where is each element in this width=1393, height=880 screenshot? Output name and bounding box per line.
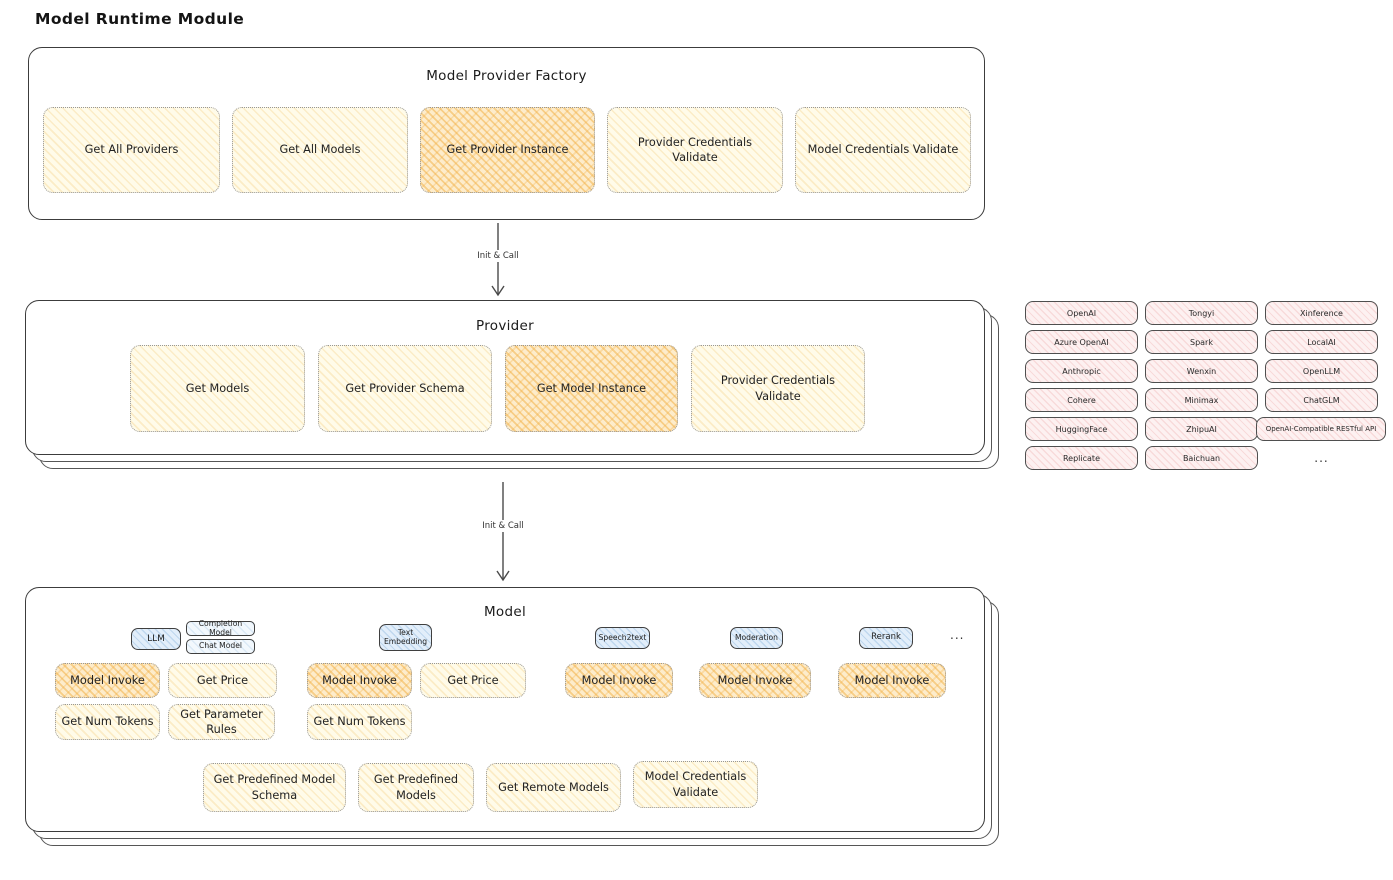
provider-pill-chatglm: ChatGLM (1265, 388, 1378, 412)
tab-text-embedding: Text Embedding (379, 624, 432, 651)
provider-pill-anthropic: Anthropic (1025, 359, 1138, 383)
provider-pill-openai-compatible-restful-api: OpenAI-Compatible RESTful API (1256, 417, 1386, 441)
provider-get-provider-schema-node: Get Provider Schema (318, 345, 492, 432)
provider-box-title: Provider (476, 318, 534, 334)
text-embedding-get-num-tokens-node: Get Num Tokens (307, 704, 412, 740)
provider-pill-cohere: Cohere (1025, 388, 1138, 412)
diagram-title: Model Runtime Module (35, 10, 245, 28)
provider-pill-huggingface: HuggingFace (1025, 417, 1138, 441)
factory-model-credentials-validate-node: Model Credentials Validate (795, 107, 971, 193)
provider-pill-tongyi: Tongyi (1145, 301, 1258, 325)
provider-get-model-instance-node: Get Model Instance (505, 345, 678, 432)
text-embedding-model-invoke-node: Model Invoke (307, 663, 412, 698)
get-predefined-model-schema-node: Get Predefined Model Schema (203, 763, 346, 812)
llm-get-parameter-rules-node: Get Parameter Rules (168, 704, 275, 740)
llm-get-num-tokens-node: Get Num Tokens (55, 704, 160, 740)
factory-provider-credentials-validate-node: Provider Credentials Validate (607, 107, 783, 193)
arrow-provider-to-model: Init & Call (478, 482, 528, 582)
provider-get-models-node: Get Models (130, 345, 305, 432)
model-credentials-validate-node: Model Credentials Validate (633, 761, 758, 808)
provider-credentials-validate-node: Provider Credentials Validate (691, 345, 865, 432)
tab-chat-model: Chat Model (186, 639, 255, 654)
providers-more-ellipsis: ... (1314, 451, 1329, 465)
rerank-model-invoke-node: Model Invoke (838, 663, 946, 698)
arrow-factory-to-provider: Init & Call (473, 223, 523, 297)
moderation-model-invoke-node: Model Invoke (699, 663, 811, 698)
factory-get-all-providers-node: Get All Providers (43, 107, 220, 193)
tab-completion-model: Completion Model (186, 619, 255, 636)
llm-get-price-node: Get Price (168, 663, 277, 698)
provider-pill-openai: OpenAI (1025, 301, 1138, 325)
text-embedding-get-price-node: Get Price (420, 663, 526, 698)
tab-rerank: Rerank (859, 627, 913, 649)
model-box-title: Model (483, 604, 527, 620)
tab-llm: LLM (131, 628, 181, 650)
providers-list: OpenAI Tongyi Xinference Azure OpenAI Sp… (1025, 301, 1386, 470)
tabs-more-ellipsis: ... (950, 628, 965, 642)
factory-get-provider-instance-node: Get Provider Instance (420, 107, 595, 193)
get-predefined-models-node: Get Predefined Models (358, 763, 474, 812)
factory-box-title: Model Provider Factory (426, 68, 587, 84)
tab-speech2text: Speech2text (595, 627, 650, 649)
speech2text-model-invoke-node: Model Invoke (565, 663, 673, 698)
provider-pill-xinference: Xinference (1265, 301, 1378, 325)
provider-pill-minimax: Minimax (1145, 388, 1258, 412)
provider-pill-baichuan: Baichuan (1145, 446, 1258, 470)
arrow-provider-to-model-line (496, 482, 510, 582)
factory-get-all-models-node: Get All Models (232, 107, 408, 193)
arrow-factory-to-provider-label: Init & Call (473, 250, 523, 262)
provider-pill-spark: Spark (1145, 330, 1258, 354)
arrow-provider-to-model-label: Init & Call (478, 520, 528, 532)
provider-pill-localai: LocalAI (1265, 330, 1378, 354)
provider-pill-zhipuai: ZhipuAI (1145, 417, 1258, 441)
provider-pill-azure-openai: Azure OpenAI (1025, 330, 1138, 354)
get-remote-models-node: Get Remote Models (486, 763, 621, 812)
provider-pill-wenxin: Wenxin (1145, 359, 1258, 383)
provider-pill-replicate: Replicate (1025, 446, 1138, 470)
tab-moderation: Moderation (730, 627, 783, 649)
provider-pill-openllm: OpenLLM (1265, 359, 1378, 383)
llm-model-invoke-node: Model Invoke (55, 663, 160, 698)
